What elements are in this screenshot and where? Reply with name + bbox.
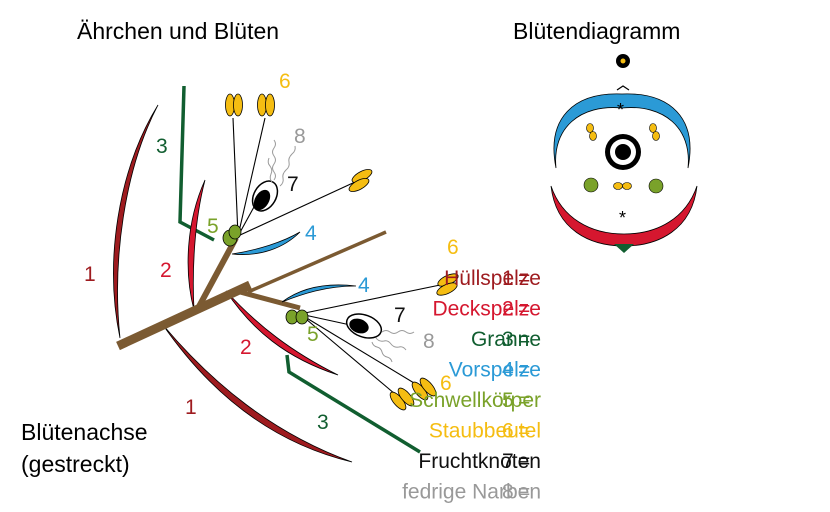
glume-upper <box>113 104 159 339</box>
label-stigma-lower: 8 <box>423 330 435 353</box>
diagram-awn <box>614 244 634 253</box>
label-palea-upper: 4 <box>305 222 317 245</box>
legend-number: 3 <box>502 328 514 351</box>
glume-lower <box>162 324 353 463</box>
filaments-lower <box>299 283 446 395</box>
label-lodicule-lower: 5 <box>307 323 319 346</box>
label-glume-upper: 1 <box>84 263 96 286</box>
legend-equals: = <box>518 389 530 412</box>
label-palea-lower: 4 <box>358 274 370 297</box>
legend-equals: = <box>518 481 530 504</box>
diagram-palea <box>553 93 691 169</box>
label-anther-lower-right: 6 <box>447 236 459 259</box>
label-stigma-upper: 8 <box>294 125 306 148</box>
anthers-upper <box>225 93 373 192</box>
diagram-star-lower: * <box>619 208 626 228</box>
lemma-upper <box>187 179 206 311</box>
diagram-star-upper: * <box>617 100 624 120</box>
stigmas-upper <box>267 139 296 187</box>
legend-number: 7 <box>502 450 514 473</box>
legend-equals: = <box>518 267 530 290</box>
legend-number: 6 <box>502 420 514 443</box>
legend-equals: = <box>518 359 530 382</box>
label-lemma-lower: 2 <box>240 336 252 359</box>
label-awn-upper: 3 <box>156 135 168 158</box>
label-anther-upper: 6 <box>279 70 291 93</box>
palea-upper <box>231 231 301 255</box>
legend-label: fedrige Narben <box>402 481 541 504</box>
legend-label: Hüllspelze <box>444 267 541 290</box>
lodicules-upper <box>222 224 242 247</box>
anthers-lower <box>389 273 459 411</box>
ovary-upper <box>251 180 279 212</box>
legend-label: Schwellkörper <box>409 389 541 412</box>
legend: Hüllspelze1=Deckspelze2=Granne3=Vorspelz… <box>402 267 541 504</box>
lodicules-lower <box>285 309 309 325</box>
label-lodicule-upper: 5 <box>207 215 219 238</box>
legend-number: 5 <box>502 389 514 412</box>
diagram-lodicule-right <box>648 178 664 194</box>
legend-number: 1 <box>502 267 514 290</box>
diagram-lodicule-left <box>583 177 599 193</box>
floral-axis <box>116 230 387 351</box>
legend-equals: = <box>518 420 530 443</box>
legend-number: 4 <box>502 359 514 382</box>
label-ovary-lower: 7 <box>394 304 406 327</box>
legend-number: 8 <box>502 481 514 504</box>
legend-label: Deckspelze <box>432 298 541 321</box>
legend-label: Granne <box>471 328 541 351</box>
awn-lower <box>285 354 421 454</box>
legend-label: Vorspelze <box>449 359 541 382</box>
ovary-lower <box>345 313 383 339</box>
title-floral-diagram: Blütendiagramm <box>513 18 680 44</box>
lemma-lower <box>225 290 339 376</box>
legend-equals: = <box>518 328 530 351</box>
axis-caption-line2: (gestreckt) <box>21 451 130 477</box>
awn-upper <box>178 85 215 242</box>
palea-lower <box>281 284 357 303</box>
floral-diagram: * * <box>550 54 698 253</box>
title-spikelet: Ährchen und Blüten <box>77 18 279 44</box>
legend-number: 2 <box>502 298 514 321</box>
legend-label: Fruchtknoten <box>418 450 541 473</box>
legend-label: Staubbeutel <box>429 420 541 443</box>
axis-caption-line1: Blütenachse <box>21 419 148 445</box>
label-awn-lower: 3 <box>317 411 329 434</box>
stigmas-lower <box>371 330 415 363</box>
legend-equals: = <box>518 450 530 473</box>
label-ovary-upper: 7 <box>287 173 299 196</box>
label-glume-lower: 1 <box>185 396 197 419</box>
diagram-lemma <box>550 185 698 247</box>
label-lemma-upper: 2 <box>160 259 172 282</box>
label-anther-lower: 6 <box>440 372 452 395</box>
legend-equals: = <box>518 298 530 321</box>
